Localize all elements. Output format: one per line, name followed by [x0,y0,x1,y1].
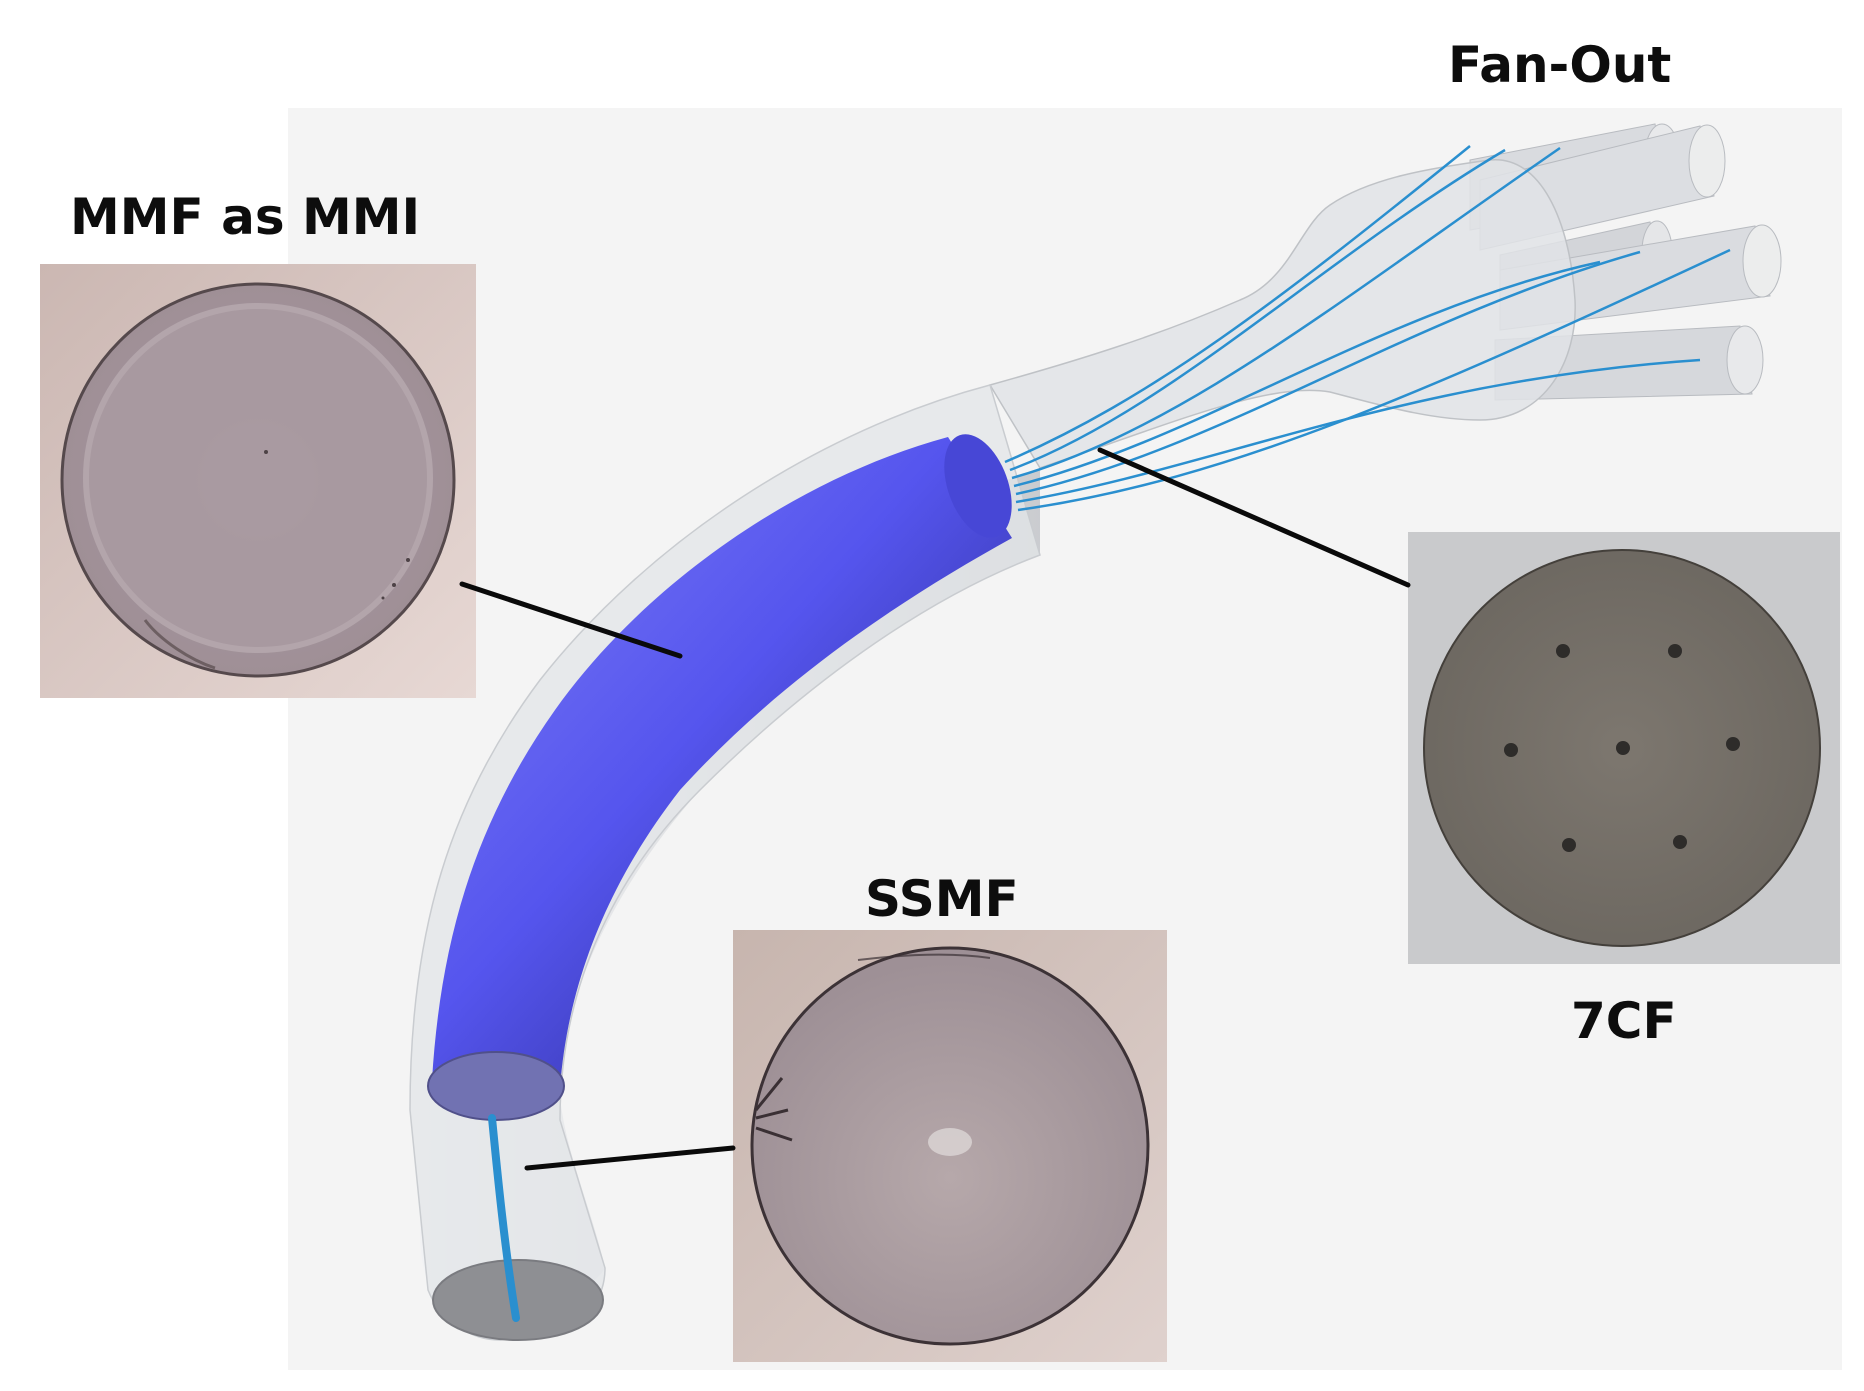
fan-out-tube-end [1726,325,1764,395]
7cf-micrograph [1408,532,1840,964]
fiber-cores [1004,145,1731,512]
fan-out-tube-end [1688,124,1726,198]
7cf-core [1562,838,1576,852]
mmf-label: MMF as MMI [70,188,421,246]
fan-out-tube-end [1742,224,1782,298]
7cf-core [1556,644,1570,658]
7cf-label: 7CF [1571,992,1677,1050]
leader-line-mmf [459,581,683,659]
7cf-core [1726,737,1740,751]
leader-line-ssmf [524,1145,736,1171]
mmf-micrograph [40,264,476,698]
fan-out-housing [988,159,1576,469]
fiber-cladding-outer [409,384,1041,1341]
7cf-core [1504,743,1518,757]
leader-lines [459,447,1411,1171]
ssmf-micrograph [733,930,1167,1362]
7cf-core [1668,644,1682,658]
ssmf-core [488,1114,520,1322]
7cf-core [1616,741,1630,755]
7cf-core [1673,835,1687,849]
mmf-section-end-bottom [427,1051,565,1121]
ssmf-end-face [432,1259,604,1341]
ssmf-label: SSMF [865,870,1019,928]
mmf-section-end-top [944,434,1012,538]
leader-line-7cf [1097,447,1411,588]
fan-out-label: Fan-Out [1448,36,1672,94]
mmf-section [432,437,1012,1088]
